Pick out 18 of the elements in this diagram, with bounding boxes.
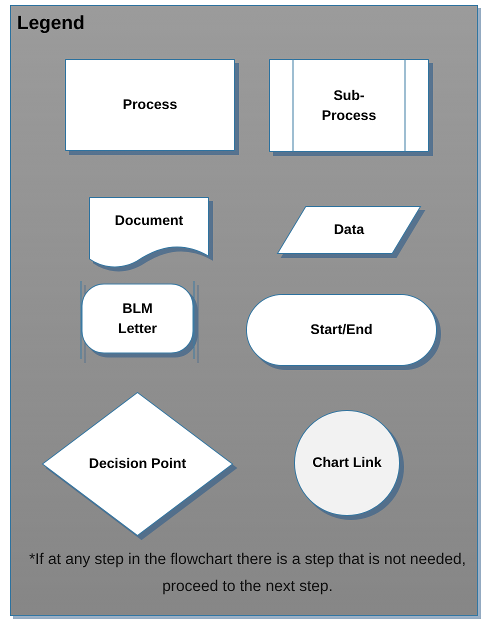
letter-shape xyxy=(80,281,195,356)
legend-heading: Legend xyxy=(17,13,85,35)
decision-diamond xyxy=(42,392,233,536)
shape-label: Decision Point xyxy=(88,454,186,474)
shape-label: Start/End xyxy=(310,320,373,340)
terminator-pill xyxy=(246,294,437,366)
shape-label: Chart Link xyxy=(312,453,382,472)
connector-circle xyxy=(294,410,400,516)
legend-panel xyxy=(10,5,478,616)
data-parallelogram xyxy=(277,206,421,254)
shape-label: Data xyxy=(334,220,364,240)
shape-label: Sub- Process xyxy=(320,86,378,124)
shape-label: Document xyxy=(114,211,184,230)
subprocess-box xyxy=(269,59,429,152)
footnote-text: *If at any step in the flowchart there is a step that is not needed, proceed to the next step. xyxy=(28,550,467,597)
shape-label: Process xyxy=(122,95,178,114)
document-shape xyxy=(89,197,209,269)
shape-label: BLM Letter xyxy=(117,298,158,338)
